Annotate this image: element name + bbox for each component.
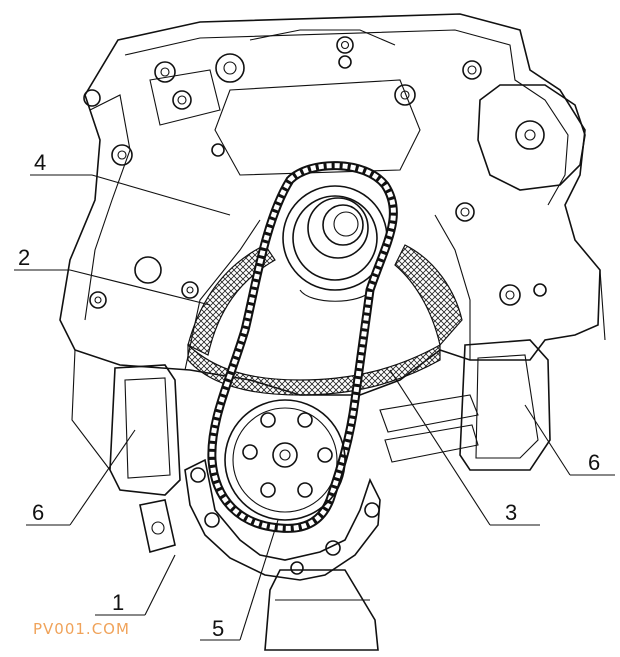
oil-pump-housing bbox=[139, 458, 381, 651]
watermark: PV001.COM bbox=[33, 620, 130, 638]
label-6-left: 6 bbox=[32, 500, 44, 525]
side-bracket-right bbox=[379, 339, 551, 471]
label-5: 5 bbox=[212, 616, 224, 641]
side-bracket-left bbox=[109, 364, 181, 496]
oil-pump-sprocket bbox=[224, 399, 346, 521]
label-3: 3 bbox=[505, 500, 517, 525]
timing-chain bbox=[207, 161, 398, 533]
engine-block bbox=[59, 13, 606, 471]
label-2: 2 bbox=[18, 245, 30, 270]
label-4: 4 bbox=[34, 150, 46, 175]
label-1: 1 bbox=[112, 590, 124, 615]
label-6-right: 6 bbox=[588, 450, 600, 475]
leader-lines bbox=[14, 174, 615, 641]
